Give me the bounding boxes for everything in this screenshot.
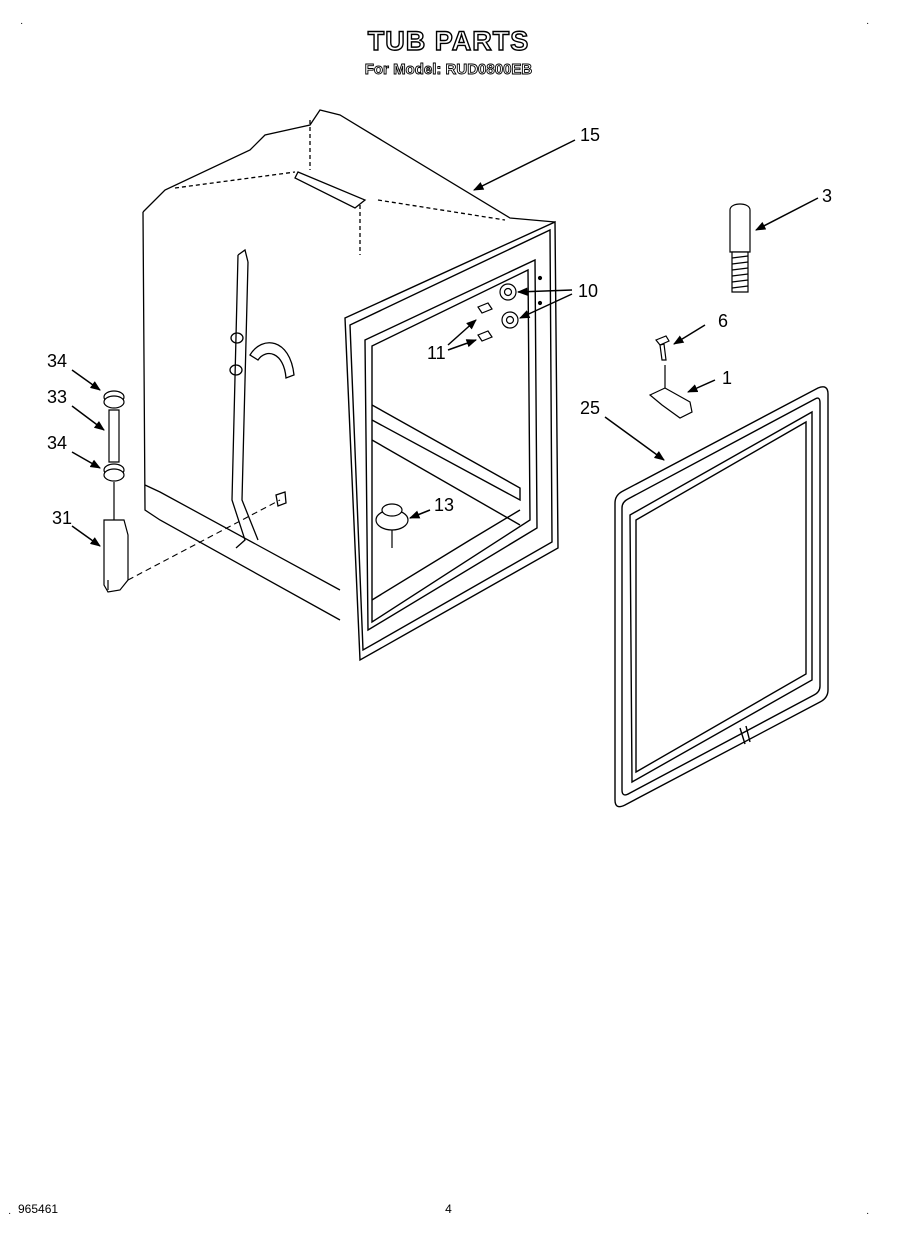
leader-34-lower <box>71 451 101 469</box>
callout-3: 3 <box>822 186 832 206</box>
corner-mark-top-right: · <box>866 18 870 29</box>
leader-6 <box>673 324 706 345</box>
leader-10-upper <box>516 287 573 296</box>
leader-1 <box>687 379 716 393</box>
door-gasket <box>614 386 829 808</box>
tub-front-flange <box>344 220 559 662</box>
leader-33 <box>71 405 105 431</box>
callout-34-lower: 34 <box>47 433 67 453</box>
leader-11-upper <box>447 319 477 346</box>
leader-25 <box>604 416 665 461</box>
drain-plug <box>375 503 409 548</box>
model-subtitle: For Model: RUD0800EB <box>364 61 533 79</box>
callout-31: 31 <box>52 508 72 528</box>
leader-13 <box>409 509 431 519</box>
drain-tube-assembly <box>103 390 129 593</box>
callout-11: 11 <box>427 343 446 363</box>
callout-15: 15 <box>580 125 600 145</box>
page-title: TUB PARTS <box>367 25 530 56</box>
page-number: 4 <box>445 1202 452 1216</box>
tub-liner <box>142 109 556 621</box>
hinge-screws-and-washers <box>477 275 543 342</box>
callout-6: 6 <box>718 311 728 331</box>
hinge-bracket <box>648 335 693 419</box>
drain-tube-dashed-route <box>127 499 281 581</box>
corner-mark-bottom-left: · <box>8 1208 12 1219</box>
leader-3 <box>755 197 819 231</box>
leader-10-lower <box>519 293 573 319</box>
callout-10: 10 <box>578 281 598 301</box>
leveling-leg <box>729 203 751 293</box>
callout-25: 25 <box>580 398 600 418</box>
callout-1: 1 <box>722 368 732 388</box>
leader-34-upper <box>71 369 101 391</box>
callout-13: 13 <box>434 495 454 515</box>
callout-34-upper: 34 <box>47 351 67 371</box>
document-number: 965461 <box>18 1202 59 1216</box>
callout-33: 33 <box>47 387 67 407</box>
leader-11-lower <box>447 339 477 351</box>
corner-mark-top-left: · <box>20 18 24 29</box>
leader-31 <box>71 525 101 547</box>
corner-mark-bottom-right: · <box>866 1208 870 1219</box>
leader-15 <box>473 139 576 191</box>
